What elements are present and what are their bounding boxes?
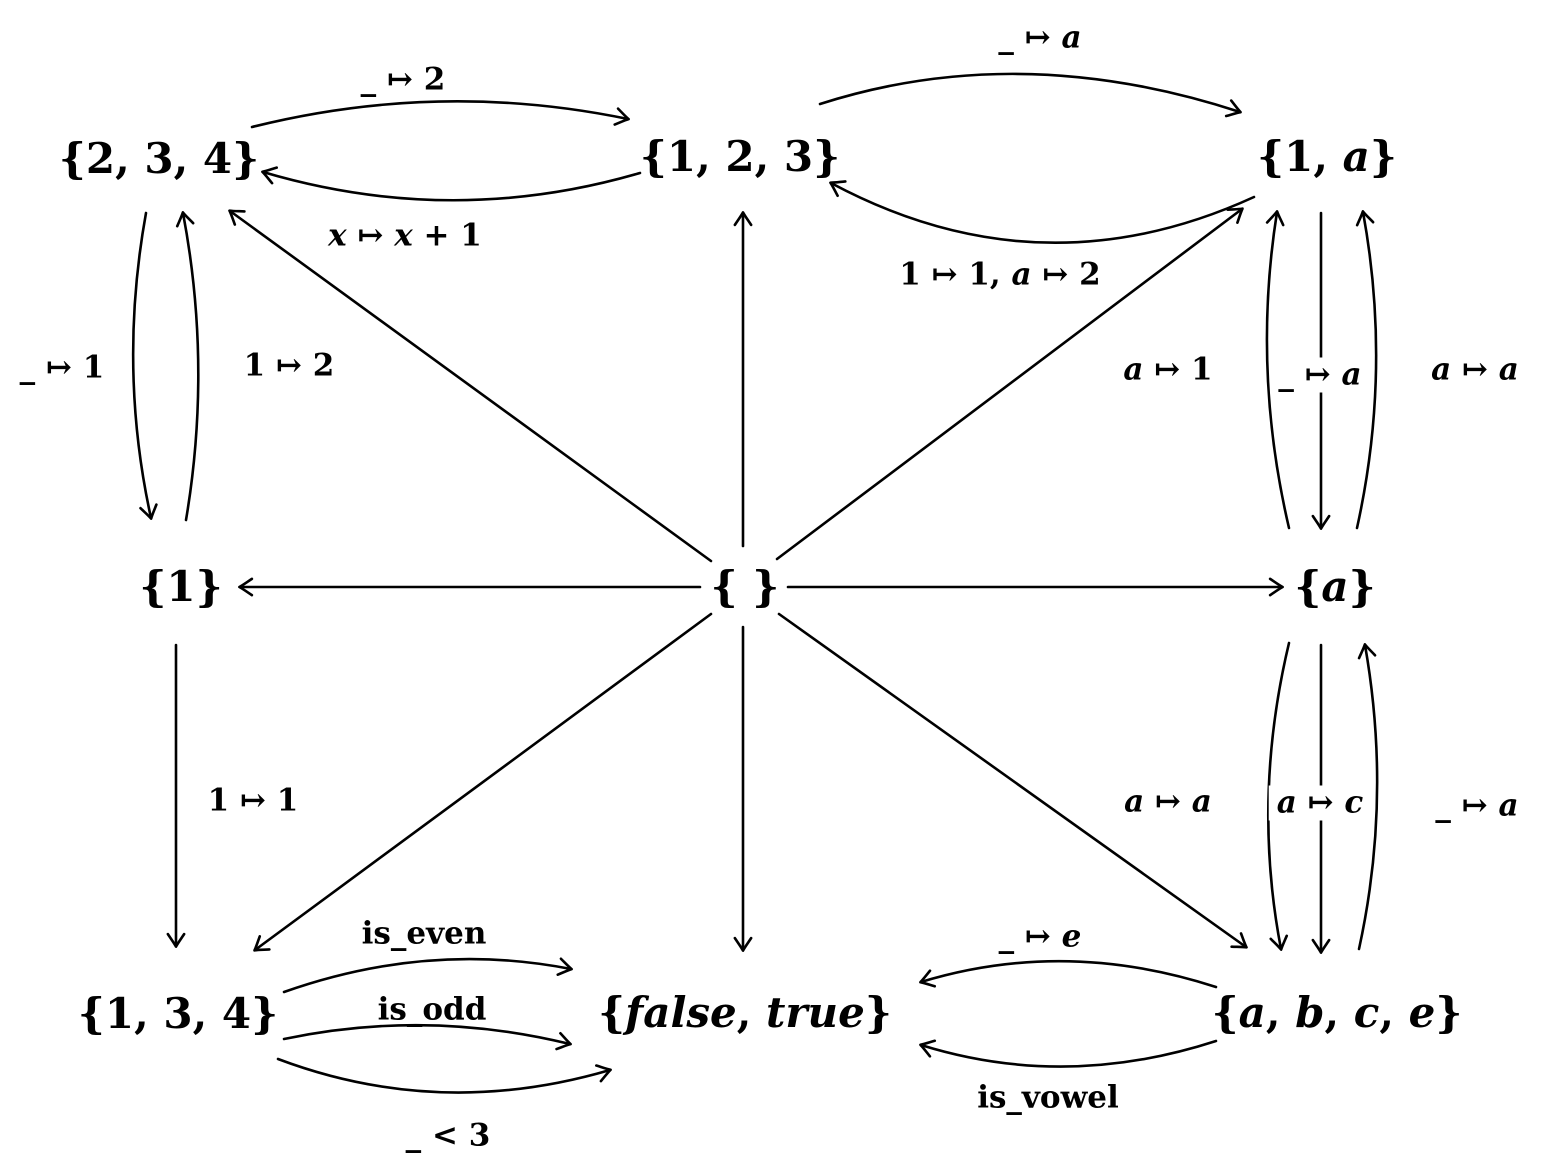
node-set-1: {1} <box>139 562 223 611</box>
edge-empty-to-234 <box>228 209 713 563</box>
edge-134-to-falsetrue-even <box>282 957 573 994</box>
edge-a-to-1a-right <box>1355 210 1378 530</box>
edge-a-to-abce-left <box>1266 641 1291 951</box>
node-set-1-2-3: {1, 2, 3} <box>639 132 841 181</box>
node-set-1-a: {1, a} <box>1257 132 1397 181</box>
edge-123-to-234 <box>261 166 642 202</box>
edge-label-a-to-1: a ↦ 1 <box>1123 351 1213 388</box>
edge-234-to-1 <box>131 211 158 520</box>
node-set-2-3-4: {2, 3, 4} <box>58 134 260 183</box>
edge-134-to-falsetrue-odd <box>282 1023 572 1051</box>
edge-label-1-to-1-a-to-2: 1 ↦ 1, a ↦ 2 <box>899 256 1101 293</box>
node-set-a: {a} <box>1294 562 1376 611</box>
edge-134-to-falsetrue-lt3 <box>276 1057 612 1094</box>
edge-label-a-to-c: a ↦ c <box>1268 785 1372 821</box>
edge-a-to-1a-left <box>1265 210 1291 530</box>
edge-label-1-to-2: 1 ↦ 2 <box>243 347 335 384</box>
edge-label-map-to-a-lower: _ ↦ a <box>1435 787 1519 824</box>
node-set-1-3-4: {1, 3, 4} <box>77 989 279 1038</box>
node-set-a-b-c-e: {a, b, c, e} <box>1211 988 1463 1037</box>
edge-empty-to-abce <box>777 612 1248 949</box>
node-set-false-true: {false, true} <box>598 988 892 1037</box>
node-set-empty: { } <box>710 562 780 611</box>
edge-234-to-123 <box>250 100 630 129</box>
edge-label-1-to-1: 1 ↦ 1 <box>207 782 299 819</box>
edge-123-to-1a <box>818 72 1242 118</box>
edge-label-map-to-e: _ ↦ e <box>998 918 1082 955</box>
edge-label-is-vowel: is_vowel <box>977 1079 1119 1116</box>
edge-label-map-to-a-top: _ ↦ a <box>998 19 1082 56</box>
edge-empty-to-1a <box>775 207 1244 561</box>
edge-label-is-odd: is_odd <box>377 991 487 1028</box>
edge-empty-to-134 <box>253 612 713 952</box>
edge-label-a-to-a-upper: a ↦ a <box>1431 351 1519 388</box>
edge-label-map-to-1: _ ↦ 1 <box>19 349 105 386</box>
edge-1a-to-123 <box>829 180 1256 245</box>
edge-label-x-to-x-plus-1: x ↦ x + 1 <box>328 217 482 254</box>
edge-label-a-to-a-lower: a ↦ a <box>1124 783 1212 820</box>
edge-label-less-than-3: _ < 3 <box>405 1117 491 1154</box>
edge-abce-to-falsetrue-isvowel <box>919 1039 1218 1068</box>
edge-abce-to-falsetrue-mape <box>919 959 1218 989</box>
edge-label-map-to-2: _ ↦ 2 <box>360 61 446 98</box>
edge-label-map-to-a-middle: _ ↦ a <box>1270 357 1370 393</box>
edge-abce-to-a <box>1357 643 1379 951</box>
edge-label-is-even: is_even <box>361 915 487 952</box>
edge-1-to-234 <box>175 211 200 522</box>
